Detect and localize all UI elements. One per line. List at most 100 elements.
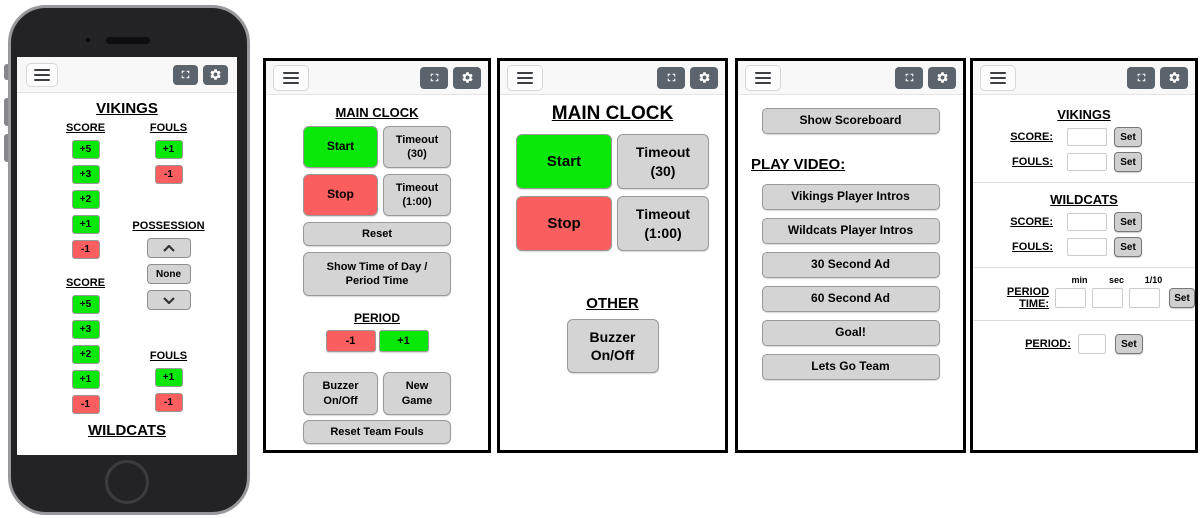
team1-score-label: SCORE (65, 122, 106, 134)
thirty-second-ad-button[interactable]: 30 Second Ad (761, 252, 940, 278)
video-row: 60 Second Ad (738, 286, 963, 312)
team1-score-set-button[interactable]: Set (1114, 127, 1142, 147)
start-clock-button[interactable]: Start (303, 126, 378, 168)
team1-fouls-input[interactable] (1067, 153, 1107, 171)
team1-title: VIKINGS (96, 100, 158, 117)
team2-score-plus5-button[interactable]: +5 (71, 295, 100, 314)
team1-title: VIKINGS (1057, 107, 1111, 122)
fullscreen-icon (181, 70, 190, 79)
stop-clock-button[interactable]: Stop (516, 196, 612, 251)
team1-score-plus2-button[interactable]: +2 (71, 190, 100, 209)
timeout-60-line2: (1:00) (402, 196, 432, 208)
settings-button[interactable] (690, 66, 718, 89)
team1-score-plus5-button[interactable]: +5 (71, 140, 100, 159)
team2-score-plus1-button[interactable]: +1 (71, 370, 100, 389)
menu-button[interactable] (507, 64, 543, 91)
period-input[interactable] (1077, 334, 1106, 354)
settings-button[interactable] (928, 66, 956, 89)
reset-team-fouls-button[interactable]: Reset Team Fouls (303, 420, 451, 444)
fullscreen-icon (430, 73, 438, 82)
team2-score-plus3-button[interactable]: +3 (71, 320, 100, 339)
team1-fouls-minus1-button[interactable]: -1 (154, 165, 183, 184)
video-row: Wildcats Player Intros (738, 218, 963, 244)
team1-score-plus1-button[interactable]: +1 (71, 215, 100, 234)
possession-down-button[interactable] (146, 290, 191, 310)
vikings-player-intros-button[interactable]: Vikings Player Intros (761, 184, 940, 210)
header-actions (173, 64, 228, 85)
fullscreen-button[interactable] (1127, 66, 1155, 89)
period-time-sec-input[interactable] (1092, 288, 1124, 308)
settings-button[interactable] (1160, 66, 1188, 89)
team2-fouls-minus1-button[interactable]: -1 (154, 393, 183, 412)
goal-button[interactable]: Goal! (761, 320, 940, 346)
team1-score-input[interactable] (1067, 128, 1107, 146)
fullscreen-button[interactable] (657, 66, 685, 89)
phone-control-columns: SCORE +5 +3 +2 +1 -1 SCORE +5 +3 +2 +1 -… (44, 122, 210, 420)
gear-icon (698, 72, 710, 83)
play-video-label: PLAY VIDEO: (751, 156, 846, 173)
period-minus-button[interactable]: -1 (325, 330, 376, 352)
buzzer-on-off-button[interactable]: Buzzer On/Off (303, 372, 378, 415)
video-row: 30 Second Ad (738, 252, 963, 278)
team2-score-input[interactable] (1067, 213, 1107, 231)
team1-score-minus1-button[interactable]: -1 (71, 240, 100, 259)
settings-button[interactable] (453, 66, 481, 89)
buzzer-on-off-button[interactable]: Buzzer On/Off (566, 319, 659, 373)
fouls-label: FOULS: (1012, 156, 1053, 168)
app-header (17, 57, 237, 93)
fullscreen-icon (667, 73, 675, 82)
fouls-possession-column: FOULS +1 -1 POSSESSION None FOULS +1 -1 (127, 122, 210, 420)
gear-icon (461, 72, 473, 83)
show-scoreboard-button[interactable]: Show Scoreboard (761, 108, 940, 134)
team1-fouls-label: FOULS (149, 122, 188, 134)
fullscreen-button[interactable] (420, 66, 448, 89)
period-plus-button[interactable]: +1 (378, 330, 429, 352)
team2-score-set-button[interactable]: Set (1114, 212, 1142, 232)
section-divider (973, 182, 1195, 183)
start-clock-button[interactable]: Start (516, 134, 612, 189)
settings-button[interactable] (203, 64, 228, 85)
sixty-second-ad-button[interactable]: 60 Second Ad (761, 286, 940, 312)
new-game-button[interactable]: New Game (383, 372, 451, 415)
timeout-60-button[interactable]: Timeout (1:00) (617, 196, 709, 251)
show-scoreboard-row: Show Scoreboard (738, 108, 963, 134)
period-time-set-button[interactable]: Set (1169, 288, 1195, 308)
stop-clock-button[interactable]: Stop (303, 174, 378, 216)
wildcats-player-intros-button[interactable]: Wildcats Player Intros (761, 218, 940, 244)
team2-score-plus2-button[interactable]: +2 (71, 345, 100, 364)
panel-clock-controls: MAIN CLOCK Start Timeout (30) Stop Timeo… (263, 58, 491, 453)
team1-fouls-plus1-button[interactable]: +1 (154, 140, 183, 159)
team2-fouls-set-button[interactable]: Set (1114, 237, 1142, 257)
fullscreen-button[interactable] (895, 66, 923, 89)
reset-clock-button[interactable]: Reset (303, 222, 451, 246)
app-header (266, 61, 488, 95)
menu-button[interactable] (26, 62, 58, 87)
period-time-min-input[interactable] (1055, 288, 1087, 308)
team1-score-plus3-button[interactable]: +3 (71, 165, 100, 184)
timeout-30-line2: (30) (650, 162, 676, 179)
team2-score-minus1-button[interactable]: -1 (71, 395, 100, 414)
possession-none-button[interactable]: None (146, 264, 191, 284)
period-label: PERIOD: (1025, 338, 1071, 350)
team2-fouls-input[interactable] (1067, 238, 1107, 256)
app-header (738, 61, 963, 95)
timeout-30-button[interactable]: Timeout (30) (617, 134, 709, 189)
tenth-label: 1/10 (1144, 275, 1163, 285)
period-time-units: min sec 1/10 (973, 275, 1195, 285)
possession-up-button[interactable] (146, 238, 191, 258)
show-time-of-day-button[interactable]: Show Time of Day / Period Time (303, 252, 451, 296)
team2-fouls-plus1-button[interactable]: +1 (154, 368, 183, 387)
fullscreen-button[interactable] (173, 64, 198, 85)
period-set-button[interactable]: Set (1114, 334, 1143, 354)
timeout-60-button[interactable]: Timeout (1:00) (383, 174, 451, 216)
team1-fouls-set-button[interactable]: Set (1114, 152, 1142, 172)
menu-button[interactable] (273, 64, 309, 91)
timeout-30-button[interactable]: Timeout (30) (383, 126, 451, 168)
menu-button[interactable] (745, 64, 781, 91)
hamburger-icon (283, 71, 299, 84)
period-time-tenth-input[interactable] (1129, 288, 1161, 308)
menu-button[interactable] (980, 64, 1016, 91)
lets-go-team-button[interactable]: Lets Go Team (761, 354, 940, 380)
header-actions (1127, 66, 1188, 89)
phone-mockup: VIKINGS SCORE +5 +3 +2 +1 -1 SCORE +5 +3… (8, 5, 250, 515)
